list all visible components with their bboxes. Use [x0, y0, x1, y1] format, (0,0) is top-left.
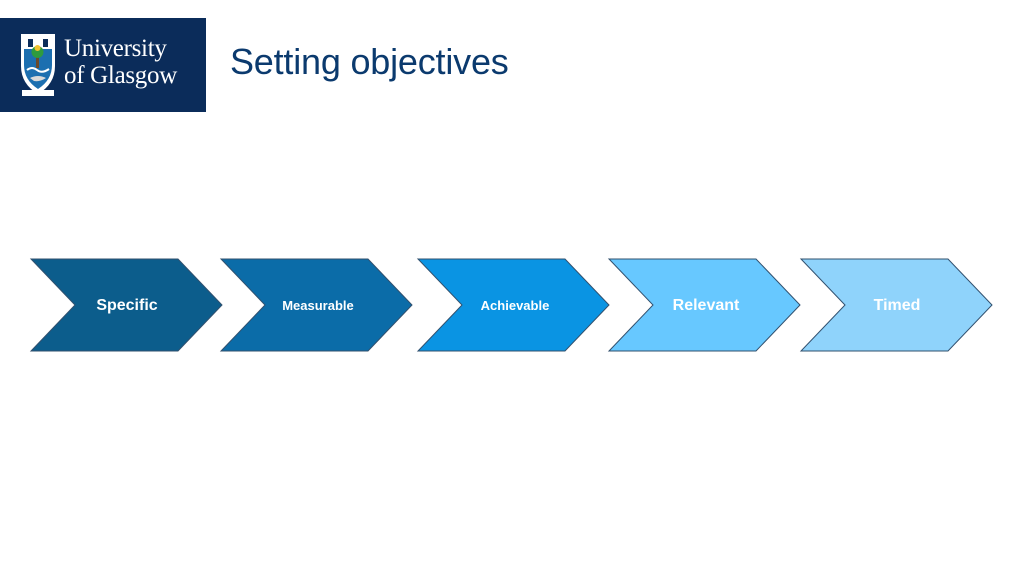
step-achievable-label: Achievable [480, 298, 550, 313]
university-logo: University of Glasgow [0, 18, 206, 112]
university-wordmark: University of Glasgow [64, 35, 177, 89]
wordmark-line-2: of Glasgow [64, 62, 177, 89]
step-relevant-label: Relevant [672, 297, 740, 314]
step-timed-label: Timed [873, 297, 921, 314]
page-title: Setting objectives [230, 41, 509, 82]
wordmark-line-1: University [64, 35, 167, 62]
step-measurable-label: Measurable [282, 298, 354, 313]
step-specific-label: Specific [96, 297, 158, 314]
university-crest-icon [21, 34, 55, 96]
